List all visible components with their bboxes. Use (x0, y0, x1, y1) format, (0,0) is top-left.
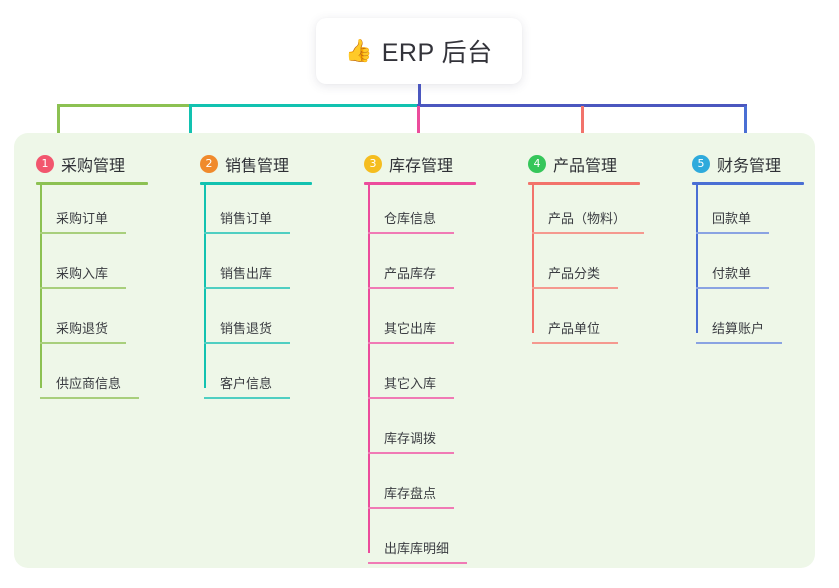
branch-sales: 2 销售管理 销售订单 销售出库 销售退货 客户信息 (200, 146, 312, 399)
branch-title-purchasing: 采购管理 (61, 158, 126, 175)
leaf-label[interactable]: 销售退货 (220, 321, 273, 336)
branch-spine-sales (204, 185, 206, 388)
page-title: ERP 后台 (381, 39, 493, 67)
leaf-label[interactable]: 结算账户 (712, 321, 765, 336)
leaf-underline (204, 397, 290, 399)
leaf-underline (368, 562, 467, 564)
leaf-underline (696, 342, 782, 344)
leaf-label[interactable]: 出库库明细 (384, 541, 450, 556)
leaf-label[interactable]: 其它入库 (384, 376, 437, 391)
branch-spine-finance (696, 185, 698, 333)
leaf-underline (368, 287, 454, 289)
leaf-underline (40, 397, 139, 399)
branch-header-finance[interactable]: 5 财务管理 (692, 146, 781, 182)
leaf-underline (368, 452, 454, 454)
branch-inventory: 3 库存管理 仓库信息 产品库存 其它出库 其它入库 库存调拨 库存盘点 出库库… (364, 146, 476, 564)
leaf-underline (40, 232, 126, 234)
leaf-label[interactable]: 产品（物料） (548, 211, 627, 226)
thumbs-up-icon: 👍 (345, 38, 373, 63)
leaf-label[interactable]: 采购入库 (56, 266, 109, 281)
branch-spine-product (532, 185, 534, 333)
mindmap-panel (14, 133, 815, 568)
branch-header-sales[interactable]: 2 销售管理 (200, 146, 289, 182)
leaf-label[interactable]: 采购订单 (56, 211, 109, 226)
leaf-label[interactable]: 销售出库 (220, 266, 273, 281)
leaf-label[interactable]: 仓库信息 (384, 211, 437, 226)
leaf-underline (40, 342, 126, 344)
root-node-card[interactable]: 👍 ERP 后台 (316, 18, 522, 84)
branch-purchasing: 1 采购管理 采购订单 采购入库 采购退货 供应商信息 (36, 146, 148, 399)
leaf-label[interactable]: 产品库存 (384, 266, 437, 281)
leaf-label[interactable]: 付款单 (712, 266, 752, 281)
leaf-underline (368, 507, 454, 509)
leaf-label[interactable]: 产品分类 (548, 266, 601, 281)
branch-product: 4 产品管理 产品（物料） 产品分类 产品单位 (528, 146, 644, 344)
leaf-label[interactable]: 产品单位 (548, 321, 601, 336)
leaf-label[interactable]: 回款单 (712, 211, 752, 226)
branch-spine-inventory (368, 185, 370, 553)
branch-header-product[interactable]: 4 产品管理 (528, 146, 617, 182)
leaf-label[interactable]: 库存调拨 (384, 431, 437, 446)
leaf-underline (368, 397, 454, 399)
connector-bar-green-segment (57, 104, 191, 107)
leaf-underline (532, 287, 618, 289)
leaf-underline (532, 232, 644, 234)
branch-underline-purchasing (36, 182, 148, 185)
leaf-underline (696, 287, 769, 289)
branch-number-badge-1: 1 (36, 155, 54, 173)
trunk-vertical-line (418, 84, 421, 107)
drop-sales (189, 106, 192, 140)
branch-number-badge-3: 3 (364, 155, 382, 173)
leaf-label[interactable]: 销售订单 (220, 211, 273, 226)
branch-title-finance: 财务管理 (717, 158, 782, 175)
connector-bar-teal-segment (189, 104, 419, 107)
branch-underline-sales (200, 182, 312, 185)
branch-underline-product (528, 182, 640, 185)
leaf-label[interactable]: 采购退货 (56, 321, 109, 336)
leaf-underline (696, 232, 769, 234)
leaf-label[interactable]: 供应商信息 (56, 376, 122, 391)
connector-bar-blue-segment (417, 104, 747, 107)
drop-purchasing (57, 106, 60, 140)
branch-finance: 5 财务管理 回款单 付款单 结算账户 (692, 146, 804, 344)
leaf-underline (532, 342, 618, 344)
branch-title-inventory: 库存管理 (389, 158, 454, 175)
leaf-label[interactable]: 其它出库 (384, 321, 437, 336)
leaf-underline (204, 342, 290, 344)
branch-header-inventory[interactable]: 3 库存管理 (364, 146, 453, 182)
drop-product (581, 106, 584, 140)
branch-spine-purchasing (40, 185, 42, 388)
leaf-underline (368, 342, 454, 344)
branch-underline-finance (692, 182, 804, 185)
branch-number-badge-4: 4 (528, 155, 546, 173)
drop-finance (744, 106, 747, 140)
leaf-underline (40, 287, 126, 289)
leaf-underline (368, 232, 454, 234)
branch-number-badge-2: 2 (200, 155, 218, 173)
drop-inventory (417, 106, 420, 140)
leaf-underline (204, 232, 290, 234)
leaf-label[interactable]: 客户信息 (220, 376, 273, 391)
branch-underline-inventory (364, 182, 476, 185)
branch-title-sales: 销售管理 (225, 158, 290, 175)
leaf-label[interactable]: 库存盘点 (384, 486, 437, 501)
branch-title-product: 产品管理 (553, 158, 618, 175)
branch-number-badge-5: 5 (692, 155, 710, 173)
leaf-underline (204, 287, 290, 289)
branch-header-purchasing[interactable]: 1 采购管理 (36, 146, 125, 182)
